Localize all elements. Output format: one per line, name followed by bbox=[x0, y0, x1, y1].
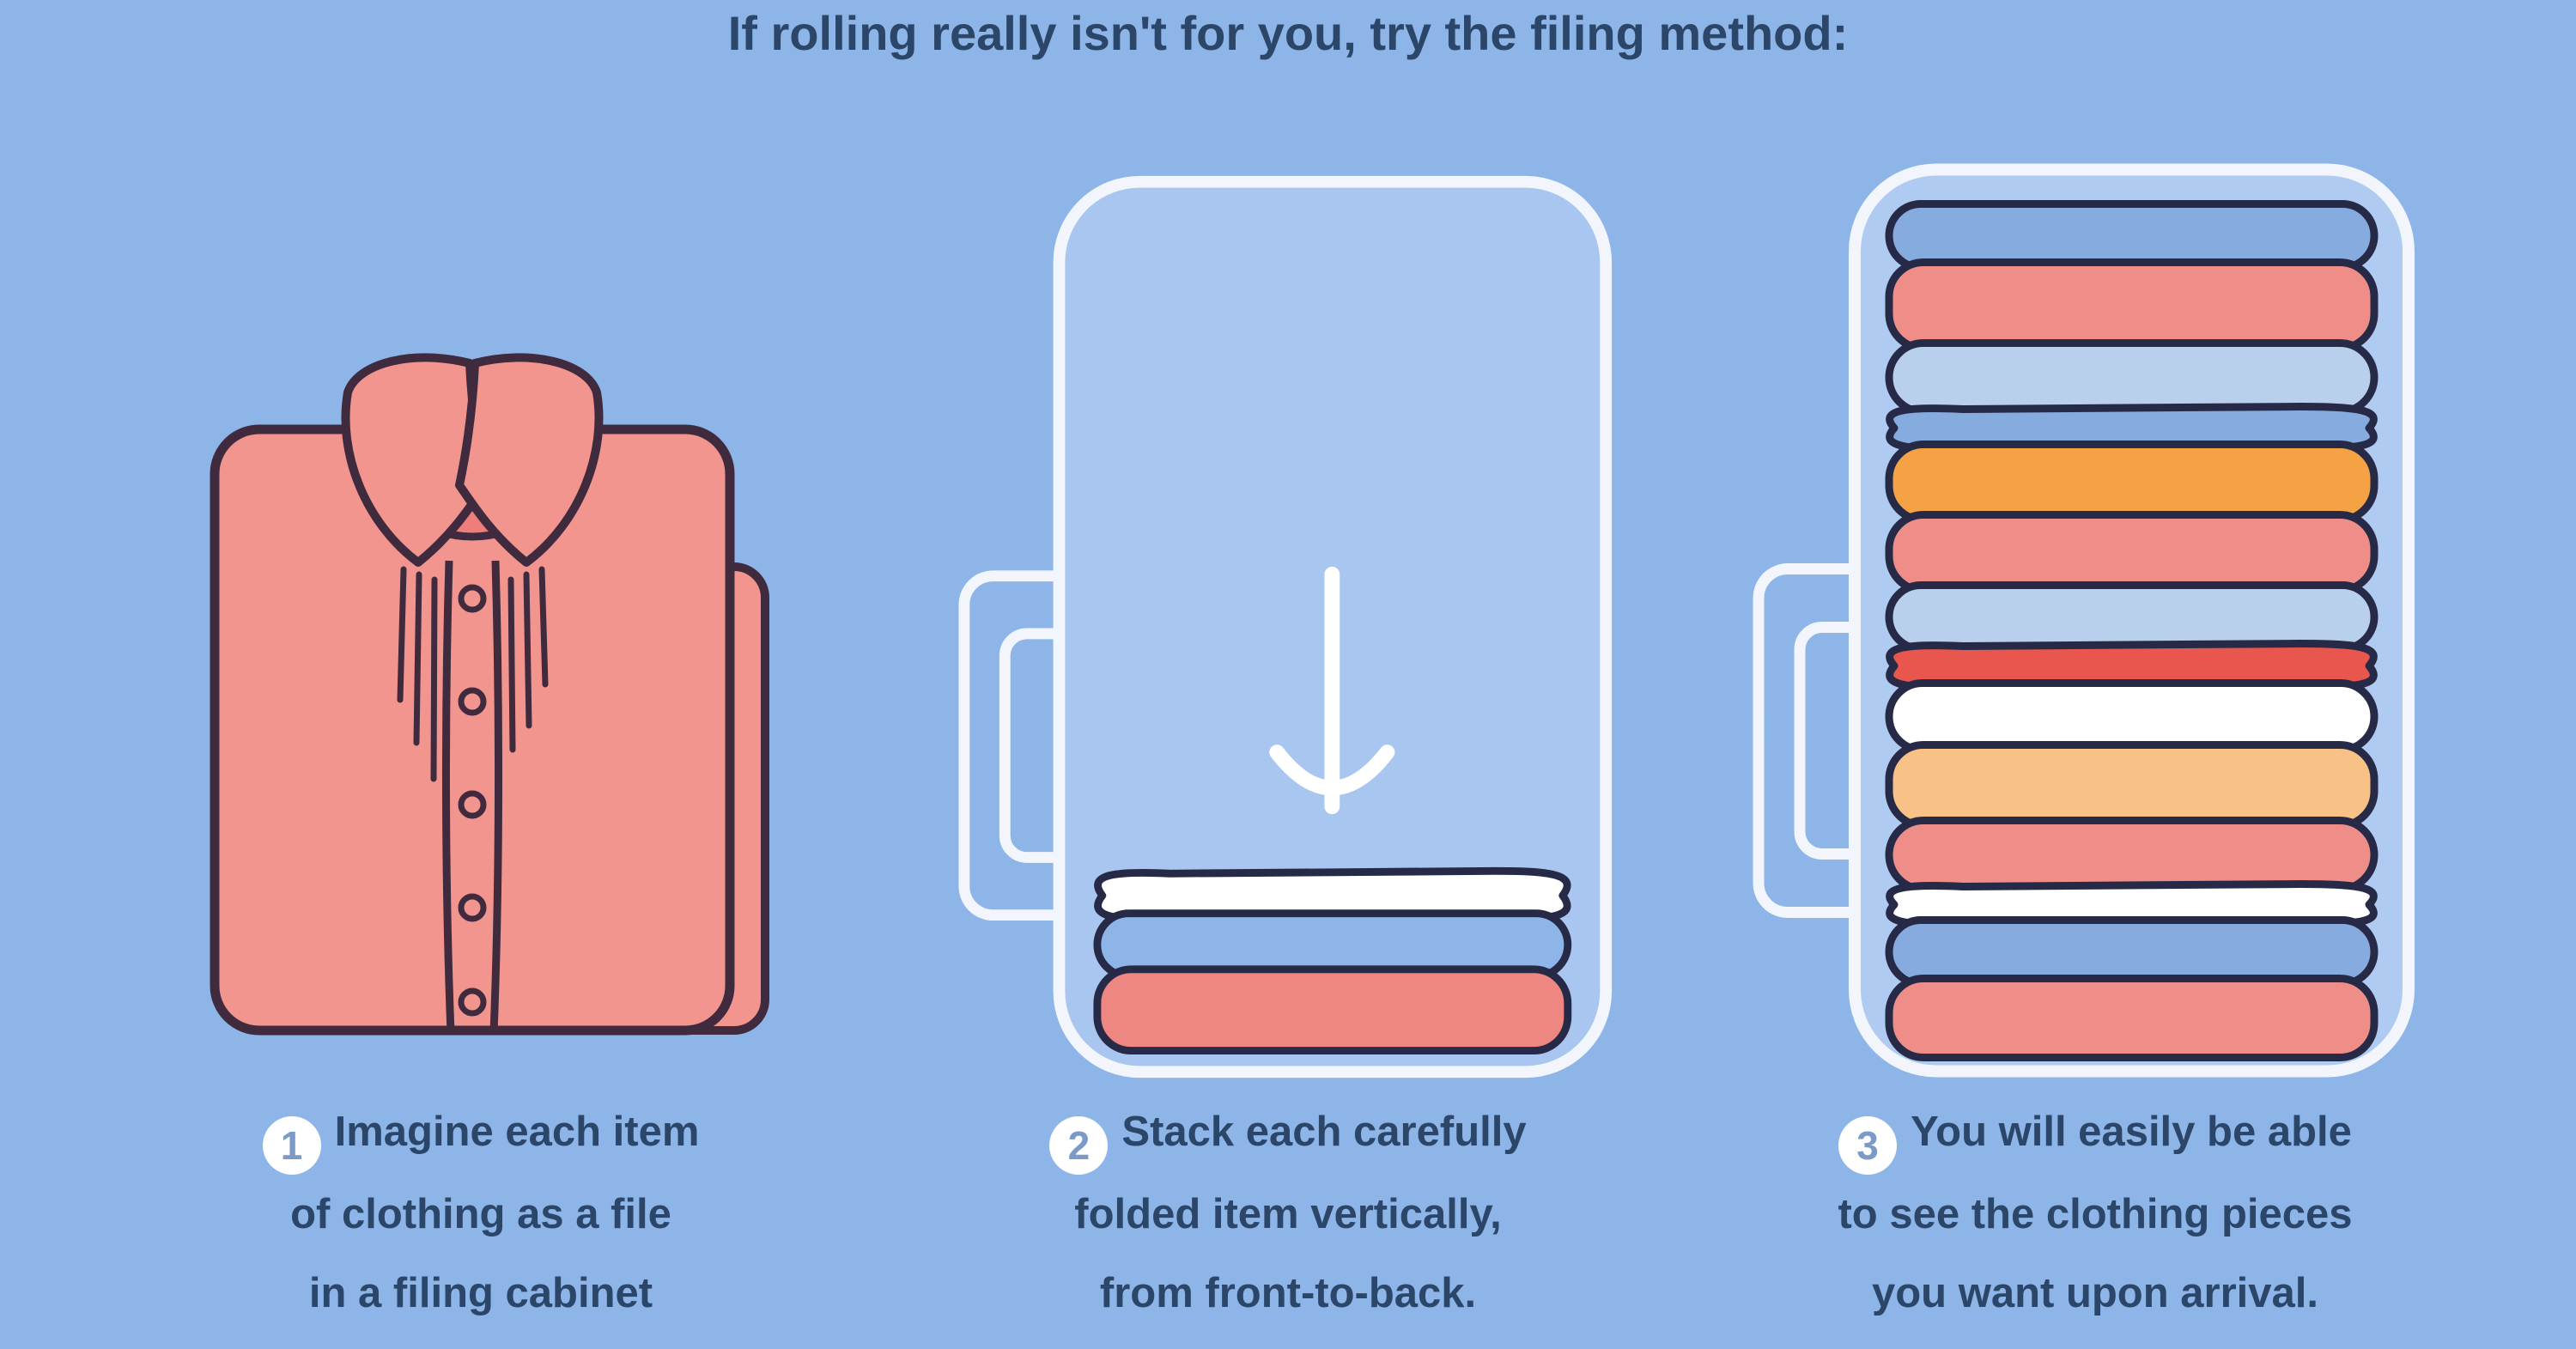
suitcase-partial-illustration bbox=[958, 175, 1613, 1079]
caption-text: You will easily be able bbox=[1911, 1109, 2352, 1155]
crease-line bbox=[397, 566, 407, 703]
step-2-badge: 2 bbox=[1049, 1116, 1109, 1175]
caption-line: 1 Imagine each item bbox=[86, 1092, 876, 1175]
caption-line: folded item vertically, bbox=[1074, 1191, 1502, 1237]
clothing-item bbox=[1885, 817, 2379, 893]
caption-line: in a filing cabinet bbox=[308, 1270, 653, 1316]
caption-line: 2 Stack each carefully bbox=[893, 1092, 1683, 1175]
clothing-item bbox=[1885, 679, 2379, 754]
shirt-buttons bbox=[458, 584, 487, 1017]
suitcase-full-illustration bbox=[1753, 163, 2415, 1078]
clothing-stack bbox=[1885, 200, 2379, 1061]
button bbox=[458, 893, 487, 922]
arrow-head bbox=[1269, 744, 1395, 796]
clothing-item bbox=[1885, 441, 2379, 524]
down-arrow-icon bbox=[1269, 566, 1395, 815]
clothing-item bbox=[1885, 581, 2379, 653]
step2-caption: 2 Stack each carefully folded item vertic… bbox=[893, 1092, 1683, 1333]
caption-line: from front-to-back. bbox=[1099, 1270, 1477, 1316]
crease-line bbox=[523, 571, 532, 729]
clothing-item bbox=[1885, 741, 2379, 829]
clothing-item bbox=[1093, 965, 1572, 1055]
step-number: 1 bbox=[280, 1123, 303, 1168]
step-number: 2 bbox=[1067, 1123, 1091, 1168]
shirt-collar-right bbox=[455, 353, 604, 567]
button bbox=[458, 987, 487, 1017]
step-3-badge: 3 bbox=[1838, 1116, 1898, 1175]
clothing-item bbox=[1885, 916, 2379, 987]
caption-text: Stack each carefully bbox=[1121, 1109, 1527, 1155]
clothing-item bbox=[1885, 339, 2379, 416]
step-1-badge: 1 bbox=[262, 1116, 321, 1175]
folded-shirt-illustration bbox=[210, 353, 769, 1036]
crease-line bbox=[507, 576, 516, 753]
button bbox=[458, 584, 487, 613]
caption-line: 3 You will easily be able bbox=[1700, 1092, 2490, 1175]
panel-step1-illustration bbox=[193, 296, 803, 1060]
step1-caption: 1 Imagine each item of clothing as a file… bbox=[86, 1092, 876, 1333]
button bbox=[458, 687, 487, 716]
caption-line: of clothing as a file bbox=[290, 1191, 671, 1237]
crease-line bbox=[538, 566, 549, 688]
caption-line: you want upon arrival. bbox=[1871, 1270, 2319, 1316]
clothing-stack bbox=[1093, 866, 1572, 1055]
caption-line: to see the clothing pieces bbox=[1838, 1191, 2353, 1237]
button bbox=[458, 790, 487, 819]
step3-caption: 3 You will easily be able to see the clot… bbox=[1700, 1092, 2490, 1333]
placket-line bbox=[489, 560, 503, 1034]
placket-line bbox=[441, 560, 455, 1034]
crease-line bbox=[413, 571, 422, 746]
clothing-item bbox=[1885, 200, 2379, 271]
caption-text: Imagine each item bbox=[334, 1109, 700, 1155]
shirt-placket bbox=[441, 560, 503, 1034]
panel-step2-illustration bbox=[957, 163, 1619, 1091]
clothing-item bbox=[1885, 975, 2379, 1061]
clothing-item bbox=[1885, 511, 2379, 594]
page-title: If rolling really isn't for you, try the… bbox=[727, 6, 1849, 60]
step-number: 3 bbox=[1856, 1123, 1879, 1168]
clothing-item bbox=[1885, 258, 2379, 352]
shirt-crease-lines bbox=[397, 566, 549, 782]
panel-step3-illustration bbox=[1752, 155, 2421, 1086]
